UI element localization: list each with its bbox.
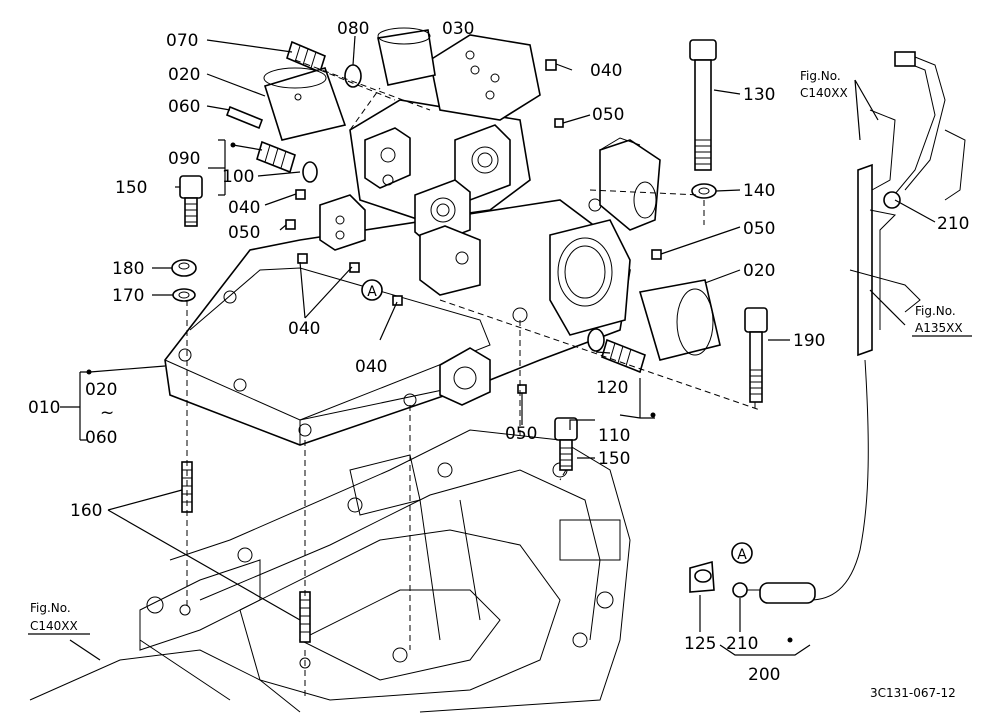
label-050-right: 050 <box>743 219 775 239</box>
part-110-fitting <box>601 338 646 374</box>
part-180-nut <box>171 259 197 277</box>
fig-ref-right: Fig.No. A135XX <box>912 304 972 337</box>
label-125: 125 <box>684 634 716 654</box>
label-090: 090 <box>168 149 200 169</box>
callout-a-label: A <box>367 284 377 300</box>
label-210-lower: 210 <box>726 634 758 654</box>
label-050-lower: 050 <box>505 424 537 444</box>
part-140-washer <box>691 183 717 199</box>
label-040-mid: 040 <box>288 319 320 339</box>
part-150-bolt-left <box>179 175 203 227</box>
part-020-sleeve-top <box>263 67 347 141</box>
label-030: 030 <box>442 19 474 39</box>
label-020-right: 020 <box>743 261 775 281</box>
part-090-fitting <box>256 140 296 174</box>
label-140: 140 <box>743 181 775 201</box>
part-labels: 070 080 030 020 040 060 050 090 100 150 … <box>28 19 969 685</box>
label-180: 180 <box>112 259 144 279</box>
label-050-top: 050 <box>592 105 624 125</box>
callout-a-cable: A <box>731 542 753 564</box>
label-010: 010 <box>28 398 60 418</box>
label-040-top: 040 <box>590 61 622 81</box>
label-070: 070 <box>166 31 198 51</box>
fig-ref-top-right: Fig.No. C140XX <box>800 69 848 100</box>
hydraulic-cover <box>164 34 661 446</box>
fig-ref-bottom-left: Fig.No. C140XX <box>28 601 90 635</box>
fig-ref-title: Fig.No. <box>30 601 71 615</box>
label-060-group: 060 <box>85 428 117 448</box>
part-190-bolt <box>744 307 768 403</box>
fig-ref-code: C140XX <box>30 619 78 633</box>
part-030-bushing <box>377 27 436 86</box>
transmission-case <box>29 429 631 713</box>
callout-a-label: A <box>737 547 747 563</box>
leader-lines <box>60 35 936 661</box>
label-130: 130 <box>743 85 775 105</box>
part-160-stud-right <box>299 591 311 643</box>
bullet-markers <box>86 142 793 643</box>
label-170: 170 <box>112 286 144 306</box>
part-060-pin <box>225 105 264 130</box>
label-160: 160 <box>70 501 102 521</box>
part-020-sleeve-right <box>638 279 721 361</box>
assembly-center-lines <box>186 59 761 700</box>
fig-ref-title: Fig.No. <box>915 304 956 318</box>
part-130-bolt <box>689 39 717 171</box>
label-110: 110 <box>598 426 630 446</box>
label-120: 120 <box>596 378 628 398</box>
label-tilde: ~ <box>100 403 114 423</box>
label-020-group: 020 <box>85 380 117 400</box>
part-070-fitting <box>286 40 326 74</box>
label-050-left: 050 <box>228 223 260 243</box>
label-100: 100 <box>222 167 254 187</box>
fig-ref-title: Fig.No. <box>800 69 841 83</box>
drawing-code: 3C131-067-12 <box>870 686 956 700</box>
part-150-bolt-lower <box>554 417 578 471</box>
fig-ref-code: A135XX <box>915 321 963 335</box>
part-100-oring <box>302 161 318 183</box>
callout-a-main: A <box>361 279 383 301</box>
label-190: 190 <box>793 331 825 351</box>
label-040-left: 040 <box>228 198 260 218</box>
label-150-left: 150 <box>115 178 147 198</box>
label-200: 200 <box>748 665 780 685</box>
label-020-top: 020 <box>168 65 200 85</box>
fig-ref-code: C140XX <box>800 86 848 100</box>
label-210-upper: 210 <box>937 214 969 234</box>
label-040-center: 040 <box>355 357 387 377</box>
sensor-cable-assembly <box>689 51 966 604</box>
label-080: 080 <box>337 19 369 39</box>
part-120-oring <box>587 328 605 352</box>
part-170-washer <box>172 288 196 302</box>
label-060: 060 <box>168 97 200 117</box>
label-150-lower: 150 <box>598 449 630 469</box>
